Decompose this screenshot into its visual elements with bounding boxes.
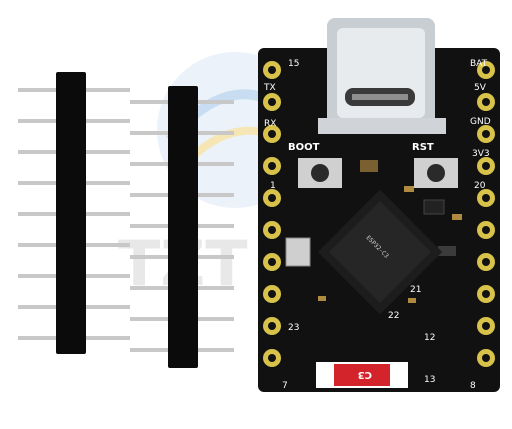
label-21: 21	[410, 285, 421, 295]
label-3v3: 3V3	[472, 149, 490, 159]
label-23: 23	[288, 323, 299, 333]
pin-header-right	[130, 86, 234, 368]
c3-text: C3	[358, 369, 372, 380]
label-15: 15	[288, 59, 299, 69]
label-gnd: GND	[470, 117, 491, 127]
label-8: 8	[470, 381, 476, 391]
rst-label: RST	[412, 142, 434, 153]
label-rx: RX	[264, 119, 276, 129]
pin-header-left	[18, 72, 130, 354]
label-12: 12	[424, 333, 435, 343]
label-5v: 5V	[474, 83, 487, 93]
rst-button	[414, 158, 458, 188]
esp32-c3-board: BOOT RST ESP32-C3 C3 15 TX RX BA	[258, 18, 500, 392]
label-1: 1	[270, 181, 276, 191]
label-20: 20	[474, 181, 486, 191]
pads-left	[263, 61, 281, 367]
label-tx: TX	[263, 83, 276, 93]
boot-label: BOOT	[288, 142, 320, 153]
c3-red-label: C3	[316, 362, 408, 388]
usb-c-connector	[318, 18, 446, 134]
label-7: 7	[282, 381, 288, 391]
boot-button	[298, 158, 342, 188]
label-bat: BAT	[470, 59, 488, 69]
esp32-c3-chip: ESP32-C3	[317, 189, 443, 315]
label-13: 13	[424, 375, 435, 385]
pads-right	[477, 61, 495, 367]
label-22: 22	[388, 311, 399, 321]
